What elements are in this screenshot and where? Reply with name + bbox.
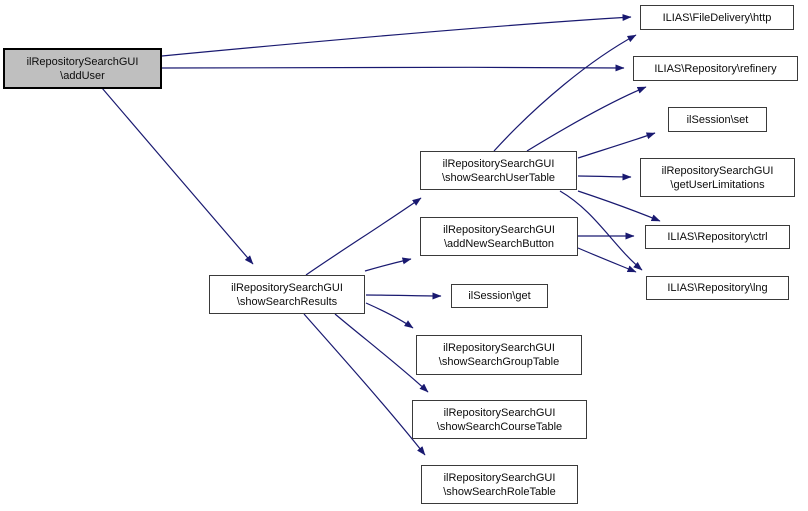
node-ilrepositorysearchgui-showsearchusertable[interactable]: ilRepositorySearchGUI \showSearchUserTab… [420,151,577,190]
edge-showSearchUserTable-http [493,34,637,152]
node-ilsession-set[interactable]: ilSession\set [668,107,767,132]
edge-showSearchResults-addNewSearchButton [364,257,412,272]
node-label-line: \showSearchResults [236,295,338,308]
node-ilrepositorysearchgui-showsearchgrouptable[interactable]: ilRepositorySearchGUI \showSearchGroupTa… [416,335,582,375]
node-ilias-repository-lng[interactable]: ILIAS\Repository\lng [646,276,789,300]
node-label-line: ILIAS\FileDelivery\http [662,11,772,24]
edge-showSearchResults-showSearchGroupTable [365,302,414,329]
node-label-line: ILIAS\Repository\lng [667,282,768,294]
edge-addUser-refinery [161,64,625,72]
node-label-line: ilSession\get [468,290,531,302]
node-label-line: ILIAS\Repository\refinery [654,62,777,75]
node-ilrepositorysearchgui-showsearchresults[interactable]: ilRepositorySearchGUI \showSearchResults [209,275,365,314]
edge-showSearchUserTable-ctrl [577,190,661,222]
edge-showSearchResults-showSearchCourseTable [334,313,429,393]
edge-showSearchResults-showSearchRoleTable [303,313,426,456]
edge-showSearchUserTable-set [577,132,656,159]
node-ilrepositorysearchgui-showsearchroletable[interactable]: ilRepositorySearchGUI \showSearchRoleTab… [421,465,578,504]
node-ilias-repository-refinery[interactable]: ILIAS\Repository\refinery [633,56,798,81]
node-ilrepositorysearchgui-addnewsearchbutton[interactable]: ilRepositorySearchGUI \addNewSearchButto… [420,217,578,256]
node-label-line: \addNewSearchButton [443,237,555,250]
node-label-line: ilSession\set [686,113,749,126]
node-ilsession-get[interactable]: ilSession\get [451,284,548,308]
node-label-line: ilRepositorySearchGUI [231,281,343,294]
edge-showSearchUserTable-getUserLimitations [577,173,632,181]
node-label-line: ilRepositorySearchGUI [443,471,556,484]
node-label-line: \showSearchGroupTable [438,356,560,368]
edge-showSearchUserTable-lng [559,190,643,271]
node-ilrepositorysearchgui-getuserlimitations[interactable]: ilRepositorySearchGUI \getUserLimitation… [640,158,795,197]
node-ilrepositorysearchgui-showsearchcoursetable[interactable]: ilRepositorySearchGUI \showSearchCourseT… [412,400,587,439]
node-ilrepositorysearchgui-adduser[interactable]: ilRepositorySearchGUI \addUser [3,48,162,89]
edge-showSearchUserTable-refinery [526,86,647,152]
node-label-line: ilRepositorySearchGUI [661,164,774,177]
node-label-line: ilRepositorySearchGUI [442,157,555,170]
node-label-line: ilRepositorySearchGUI [443,223,555,236]
node-label-line: ilRepositorySearchGUI [443,406,556,419]
node-ilias-filedelivery-http[interactable]: ILIAS\FileDelivery\http [640,5,794,30]
node-label-line: \showSearchUserTable [441,171,556,184]
edge-showSearchResults-showSearchUserTable [305,197,422,276]
node-label-line: ilRepositorySearchGUI [26,55,139,68]
edge-addNewSearchButton-lng [577,247,637,273]
edge-addUser-showSearchResults [101,87,254,265]
node-label-line: \showSearchCourseTable [436,420,563,433]
node-label-line: ILIAS\Repository\ctrl [667,231,768,243]
edge-addUser-http [161,14,632,57]
edge-showSearchResults-get [365,292,442,300]
node-ilias-repository-ctrl[interactable]: ILIAS\Repository\ctrl [645,225,790,249]
node-label-line: \addUser [60,69,105,82]
node-label-line: ilRepositorySearchGUI [443,342,555,354]
node-label-line: \showSearchRoleTable [443,485,556,498]
node-label-line: \getUserLimitations [670,178,765,191]
